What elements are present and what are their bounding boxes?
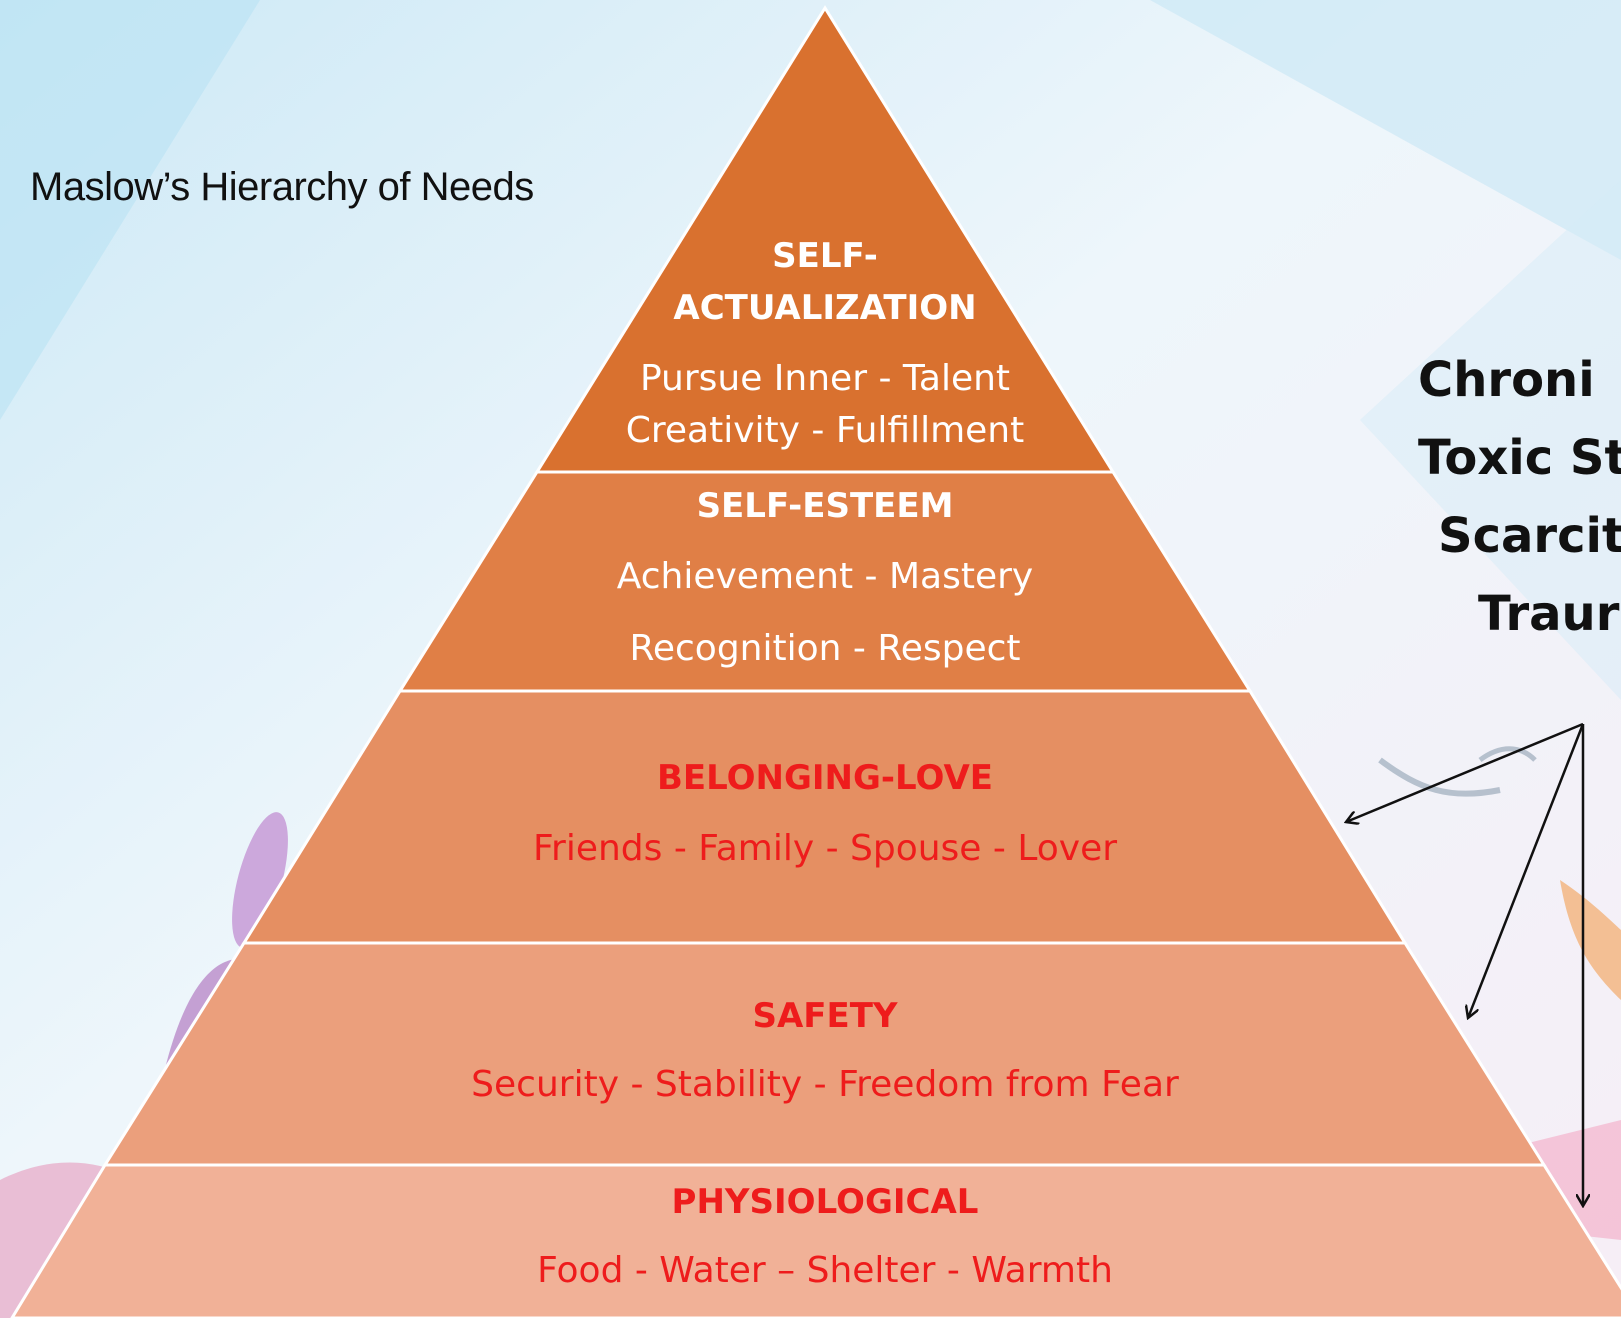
level-1-line2: Creativity - Fulfillment bbox=[625, 410, 1025, 451]
side-term-3: Scarcit bbox=[1438, 508, 1621, 564]
level-5-line1: Food - Water – Shelter - Warmth bbox=[537, 1250, 1113, 1291]
level-2-line2: Recognition - Respect bbox=[629, 628, 1021, 669]
level-4-line1: Security - Stability - Freedom from Fear bbox=[471, 1064, 1179, 1105]
level-1-heading-line1: SELF- bbox=[772, 236, 878, 276]
level-2-heading: SELF-ESTEEM bbox=[696, 486, 954, 526]
level-physiological bbox=[10, 1163, 1621, 1318]
level-1-line1: Pursue Inner - Talent bbox=[639, 358, 1011, 399]
side-term-2: Toxic St bbox=[1418, 430, 1621, 486]
level-2-line1: Achievement - Mastery bbox=[616, 556, 1034, 597]
arrow-to-safety bbox=[1468, 723, 1585, 1018]
level-3-heading: BELONGING-LOVE bbox=[657, 758, 993, 798]
arrow-to-belonging bbox=[1346, 722, 1584, 822]
level-5-heading: PHYSIOLOGICAL bbox=[671, 1182, 979, 1222]
side-term-1: Chroni bbox=[1418, 352, 1595, 408]
diagram-title: Maslow’s Hierarchy of Needs bbox=[30, 165, 534, 209]
level-4-heading: SAFETY bbox=[752, 996, 898, 1036]
level-1-heading-line2: ACTUALIZATION bbox=[673, 288, 977, 328]
side-term-4: Traur bbox=[1478, 586, 1620, 642]
level-3-line1: Friends - Family - Spouse - Lover bbox=[532, 828, 1118, 869]
